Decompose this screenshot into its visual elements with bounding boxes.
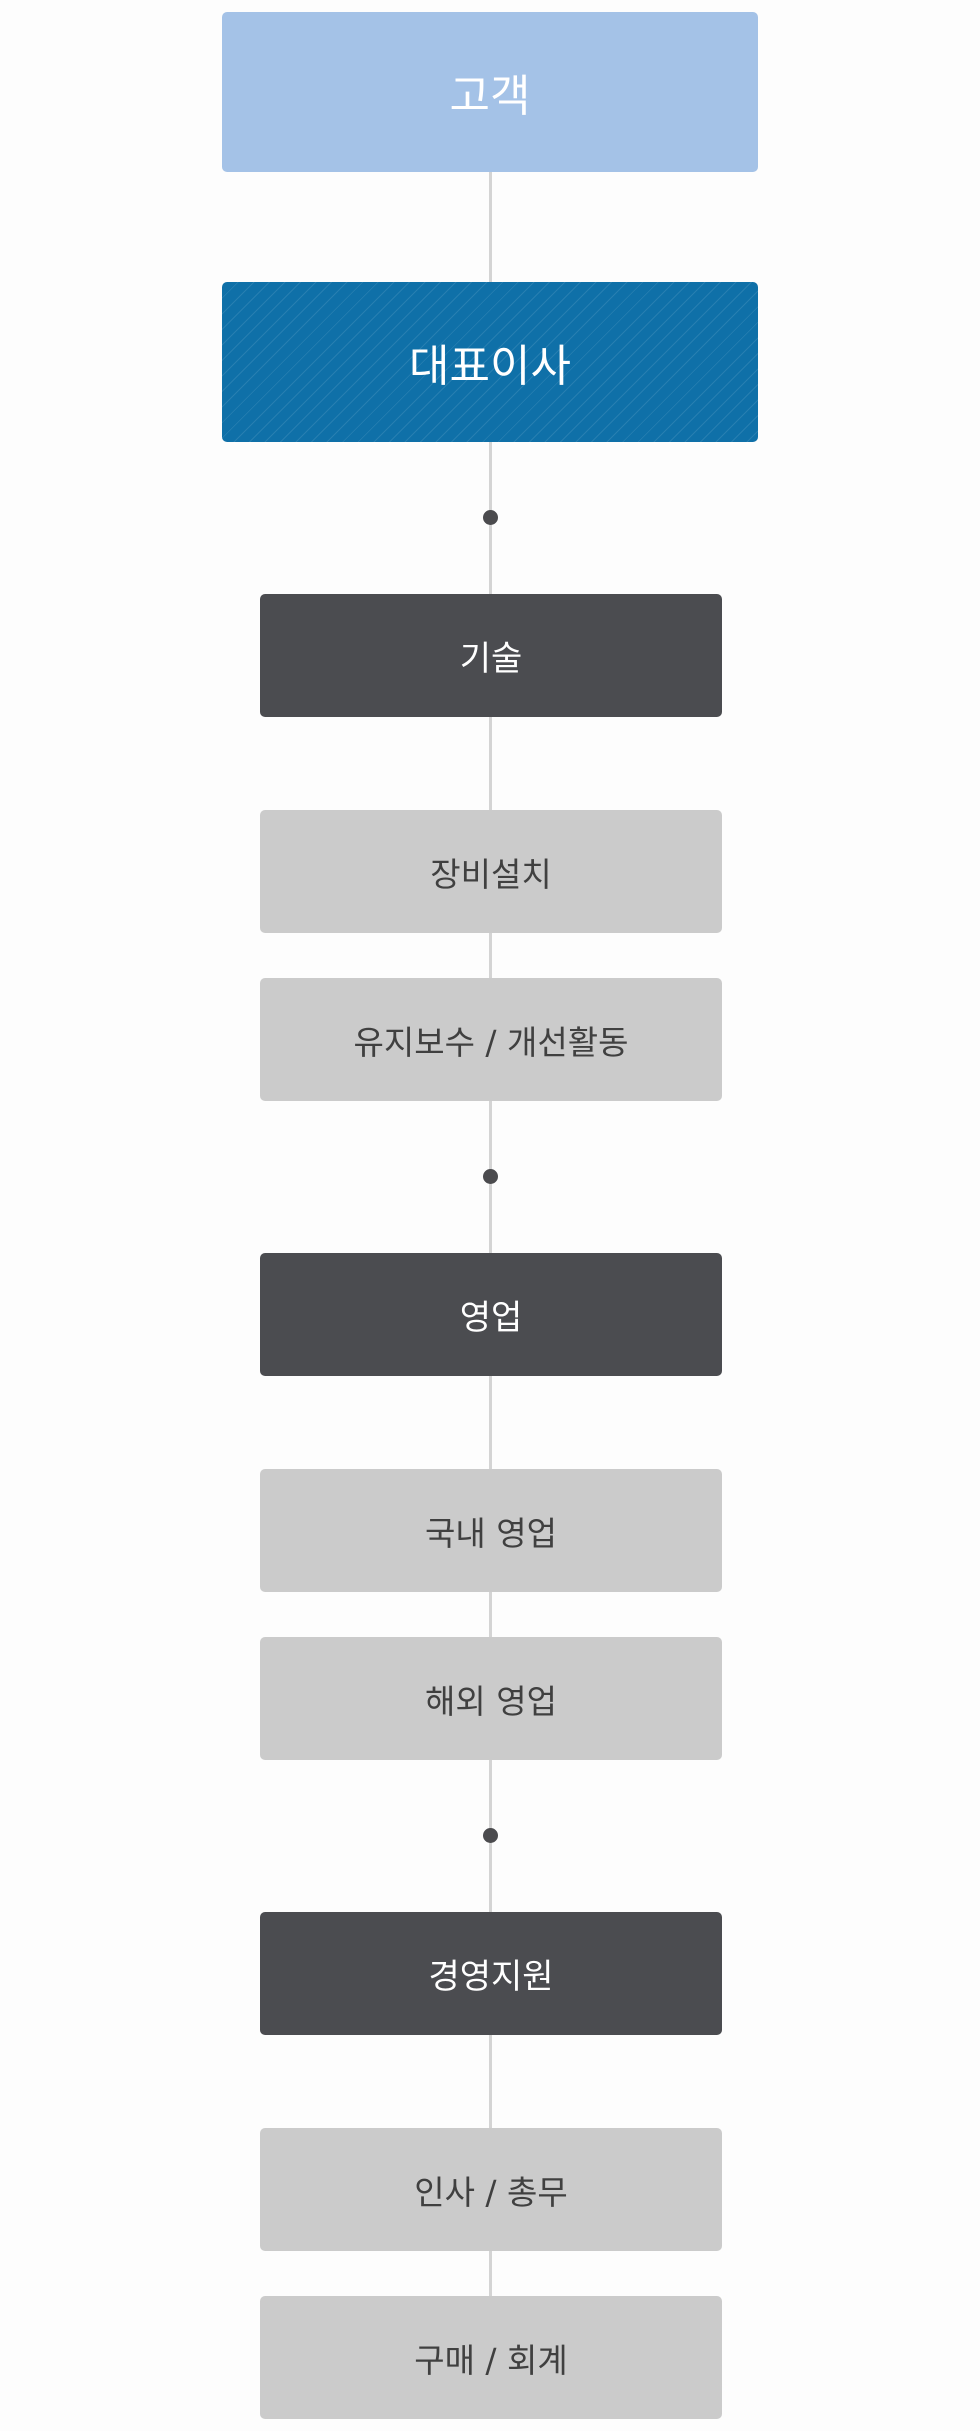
department-label: 기술 — [459, 639, 523, 679]
department-box-tech: 기술 — [260, 594, 722, 717]
ceo-box: 대표이사 — [222, 282, 758, 442]
team-box-maintenance: 유지보수 / 개선활동 — [260, 978, 722, 1101]
team-label: 장비설치 — [430, 854, 552, 894]
customer-box: 고객 — [222, 12, 758, 172]
connector-dot — [483, 510, 498, 525]
department-label: 경영지원 — [428, 1957, 554, 1997]
team-label: 해외 영업 — [425, 1681, 557, 1721]
connector-dot — [483, 1169, 498, 1184]
connector-dot — [483, 1828, 498, 1843]
ceo-label: 대표이사 — [409, 341, 571, 392]
connector-line — [489, 160, 492, 2298]
department-box-management: 경영지원 — [260, 1912, 722, 2035]
team-box-overseas-sales: 해외 영업 — [260, 1637, 722, 1760]
team-box-installation: 장비설치 — [260, 810, 722, 933]
team-box-domestic-sales: 국내 영업 — [260, 1469, 722, 1592]
team-label: 인사 / 총무 — [414, 2172, 568, 2212]
customer-label: 고객 — [449, 71, 531, 122]
team-label: 구매 / 회계 — [414, 2340, 568, 2380]
department-box-sales: 영업 — [260, 1253, 722, 1376]
team-box-purchasing: 구매 / 회계 — [260, 2296, 722, 2419]
department-label: 영업 — [459, 1298, 523, 1338]
team-label: 유지보수 / 개선활동 — [353, 1022, 629, 1062]
team-label: 국내 영업 — [425, 1513, 557, 1553]
team-box-hr: 인사 / 총무 — [260, 2128, 722, 2251]
